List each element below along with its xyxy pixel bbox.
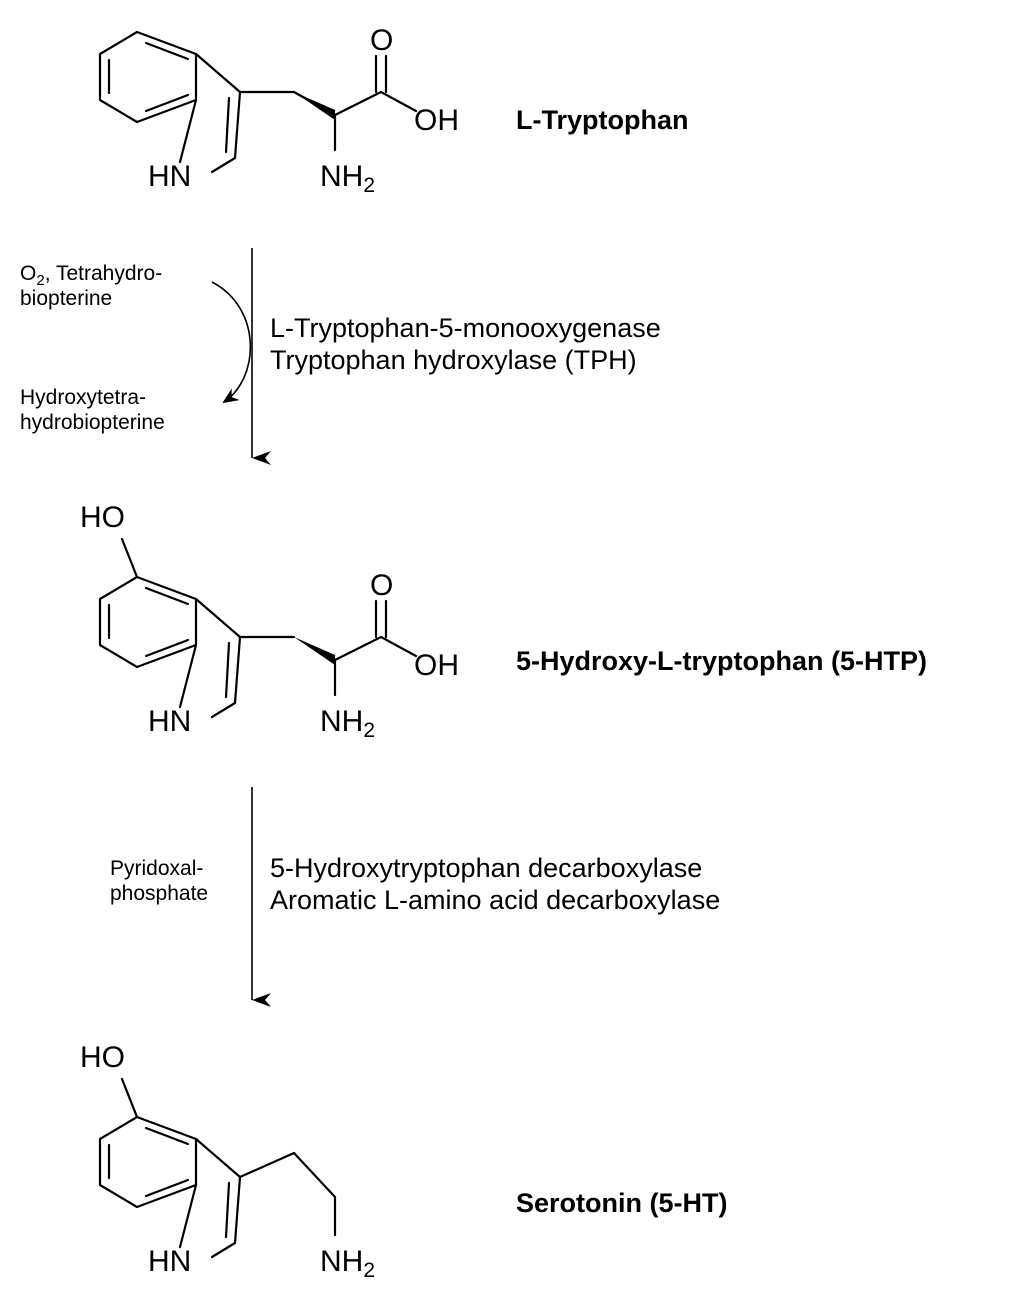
- ring-hydroxyl-label: HO: [80, 1041, 125, 1074]
- compound-name-htp: 5-Hydroxy-L-tryptophan (5-HTP): [516, 646, 927, 676]
- enzyme-step1-line1: L-Tryptophan-5-monooxygenase: [270, 313, 661, 343]
- ring-nh-label: HN: [148, 1245, 191, 1278]
- cofactor-out-line1: Hydroxytetra-: [20, 386, 146, 409]
- compound-name-tryptophan: L-Tryptophan: [516, 105, 688, 135]
- tryptophan-structure: HN O OH NH2: [98, 24, 459, 197]
- enzyme-step2-line1: 5-Hydroxytryptophan decarboxylase: [270, 853, 702, 883]
- pyrrole-ring: [178, 597, 242, 719]
- ring-nh-label: HN: [148, 705, 191, 738]
- amine-label: NH2: [320, 1245, 375, 1282]
- pyrrole-ring: [178, 52, 242, 174]
- compound-name-serotonin: Serotonin (5-HT): [516, 1188, 727, 1218]
- benzene-ring: [98, 537, 198, 669]
- amine-label: NH2: [320, 160, 375, 197]
- ring-nh-label: HN: [148, 160, 191, 193]
- enzyme-step1-line2: Tryptophan hydroxylase (TPH): [270, 345, 637, 375]
- pyrrole-ring: [178, 1137, 242, 1259]
- cofactor-in-line2: biopterine: [20, 287, 112, 310]
- wedge-bond: [294, 637, 335, 665]
- benzene-ring: [98, 1077, 198, 1209]
- hydroxyl-label: OH: [414, 104, 459, 137]
- carbonyl-oxygen-label: O: [370, 569, 393, 602]
- hydroxyl-label: OH: [414, 649, 459, 682]
- cofactor-curve-arrow: [211, 281, 252, 404]
- cofactor-in-line1: O2, Tetrahydro-: [20, 262, 162, 289]
- serotonin-structure: HO HN NH2: [80, 1041, 375, 1282]
- benzene-ring: [98, 30, 198, 124]
- side-chain: [238, 1151, 337, 1237]
- cofactor-line2: phosphate: [110, 882, 208, 905]
- carbonyl-oxygen-label: O: [370, 24, 393, 57]
- htp-structure: HO HN O OH NH2: [80, 501, 459, 742]
- cofactor-line1: Pyridoxal-: [110, 857, 203, 880]
- wedge-bond: [294, 92, 335, 120]
- ring-hydroxyl-label: HO: [80, 501, 125, 534]
- enzyme-step2-line2: Aromatic L-amino acid decarboxylase: [270, 885, 720, 915]
- side-chain: [238, 54, 418, 152]
- cofactor-out-line2: hydrobiopterine: [20, 411, 165, 434]
- amine-label: NH2: [320, 705, 375, 742]
- side-chain: [238, 599, 418, 697]
